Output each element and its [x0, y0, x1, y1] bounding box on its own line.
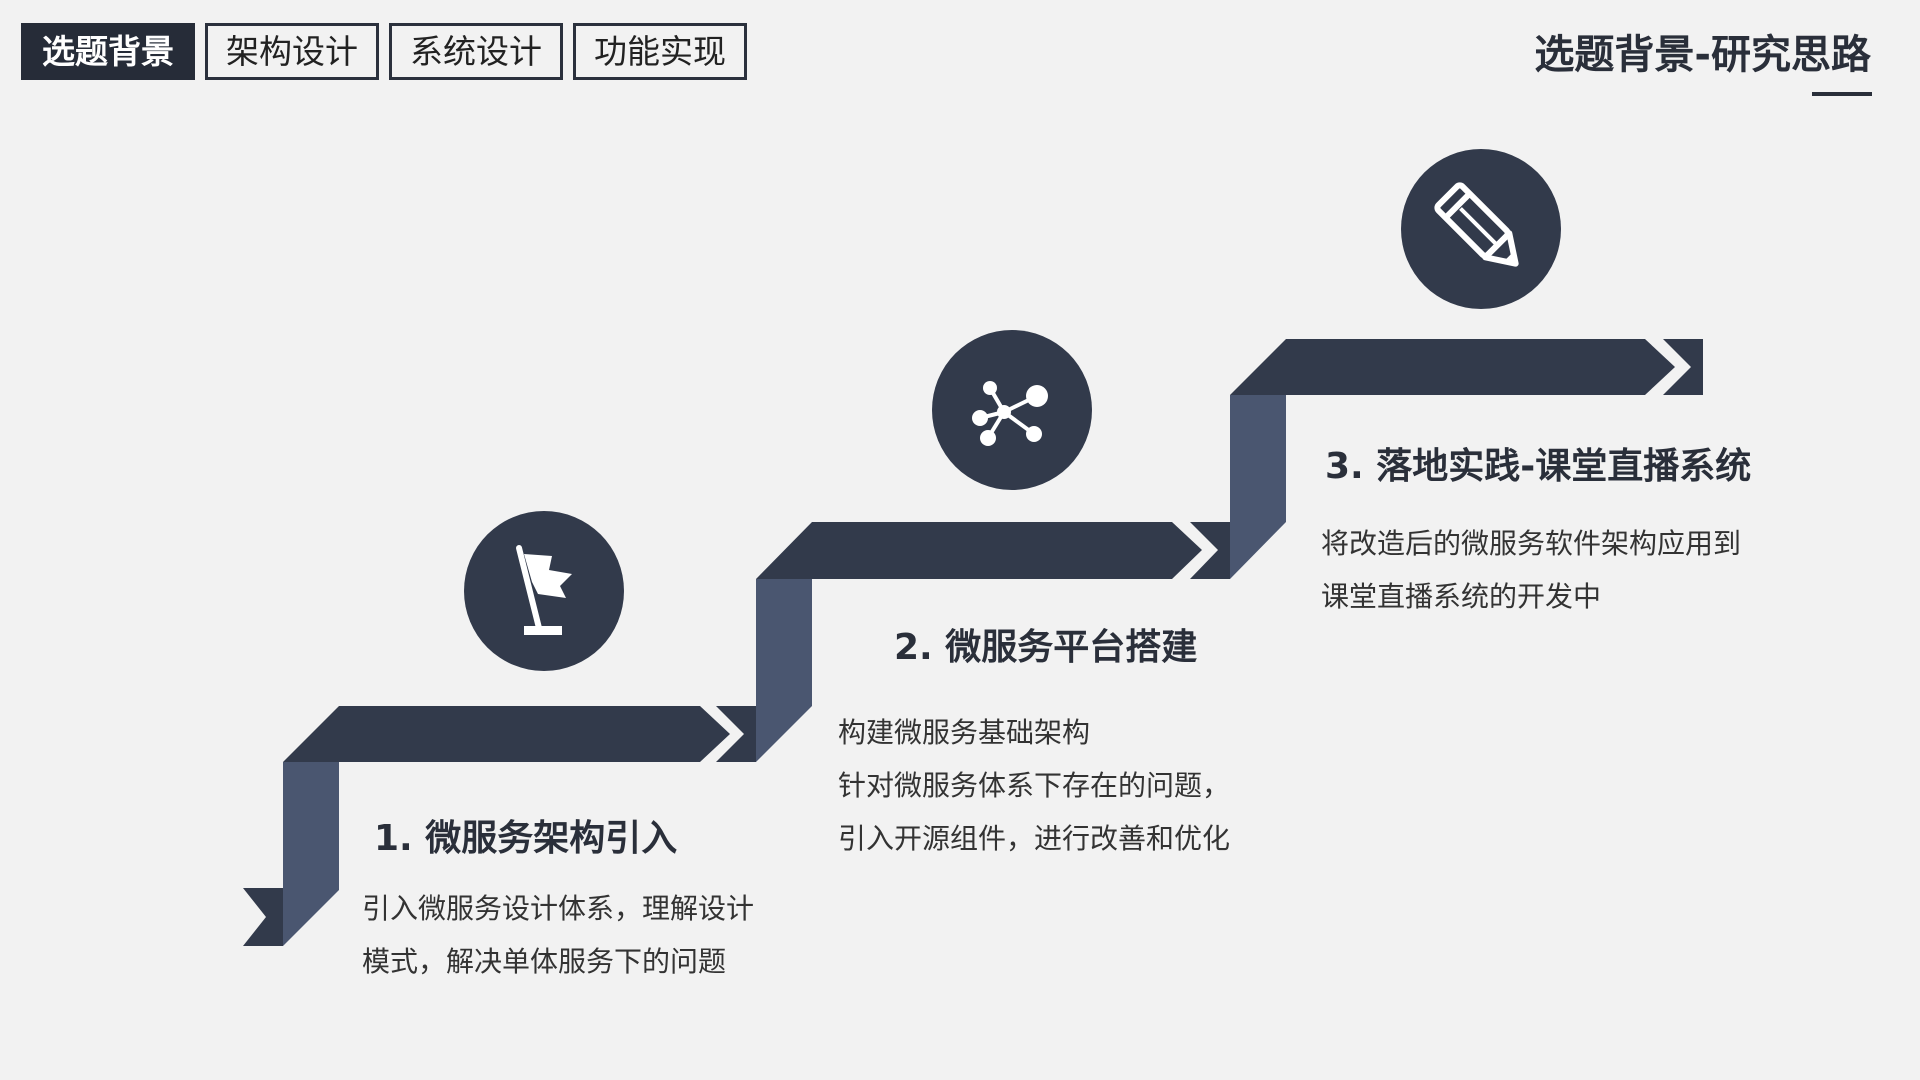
step1-desc-line: 模式，解决单体服务下的问题	[362, 945, 727, 978]
ribbon-step1-arrow-tip	[716, 706, 756, 762]
step1-desc-line: 引入微服务设计体系，理解设计	[362, 892, 755, 925]
ribbon-step3-arrow-tip	[1663, 339, 1703, 395]
step2-desc-line: 针对微服务体系下存在的问题，	[838, 769, 1231, 802]
pencil-icon	[1434, 182, 1519, 267]
network-icon	[972, 381, 1048, 446]
step1-description: 引入微服务设计体系，理解设计 模式，解决单体服务下的问题	[362, 882, 754, 988]
step2-description: 构建微服务基础架构 针对微服务体系下存在的问题， 引入开源组件，进行改善和优化	[838, 706, 1230, 865]
step2-icon-circle	[932, 330, 1092, 490]
step2-desc-line: 构建微服务基础架构	[838, 716, 1091, 749]
tab-background[interactable]: 选题背景	[21, 23, 195, 80]
step2-title: 2. 微服务平台搭建	[894, 627, 1198, 668]
tab-implementation[interactable]: 功能实现	[573, 23, 747, 80]
step2-desc-line: 引入开源组件，进行改善和优化	[838, 822, 1231, 855]
step3-desc-line: 将改造后的微服务软件架构应用到	[1321, 527, 1742, 560]
top-nav-tabs: 选题背景 架构设计 系统设计 功能实现	[21, 23, 747, 80]
tab-architecture-design[interactable]: 架构设计	[205, 23, 379, 80]
tab-system-design[interactable]: 系统设计	[389, 23, 563, 80]
ribbon-step2-top	[756, 522, 1202, 579]
step3-title: 3. 落地实践-课堂直播系统	[1325, 446, 1752, 487]
page-title: 选题背景-研究思路	[1534, 32, 1871, 78]
step1-title: 1. 微服务架构引入	[374, 818, 678, 859]
flag-icon	[516, 545, 572, 635]
step3-icon-circle	[1401, 149, 1561, 309]
title-underline	[1812, 92, 1872, 96]
step3-desc-line: 课堂直播系统的开发中	[1321, 580, 1602, 613]
ribbon-step3-side	[1230, 395, 1286, 579]
ribbon-step1-side	[283, 762, 339, 946]
ribbon-step2-arrow-tip	[1190, 522, 1230, 579]
ribbon-step3-top	[1230, 339, 1675, 395]
step1-icon-circle	[464, 511, 624, 671]
ribbon-step1-tail	[243, 888, 283, 946]
step3-description: 将改造后的微服务软件架构应用到 课堂直播系统的开发中	[1321, 517, 1741, 623]
ribbon-step2-side	[756, 579, 812, 762]
ribbon-step1-top	[283, 706, 730, 762]
